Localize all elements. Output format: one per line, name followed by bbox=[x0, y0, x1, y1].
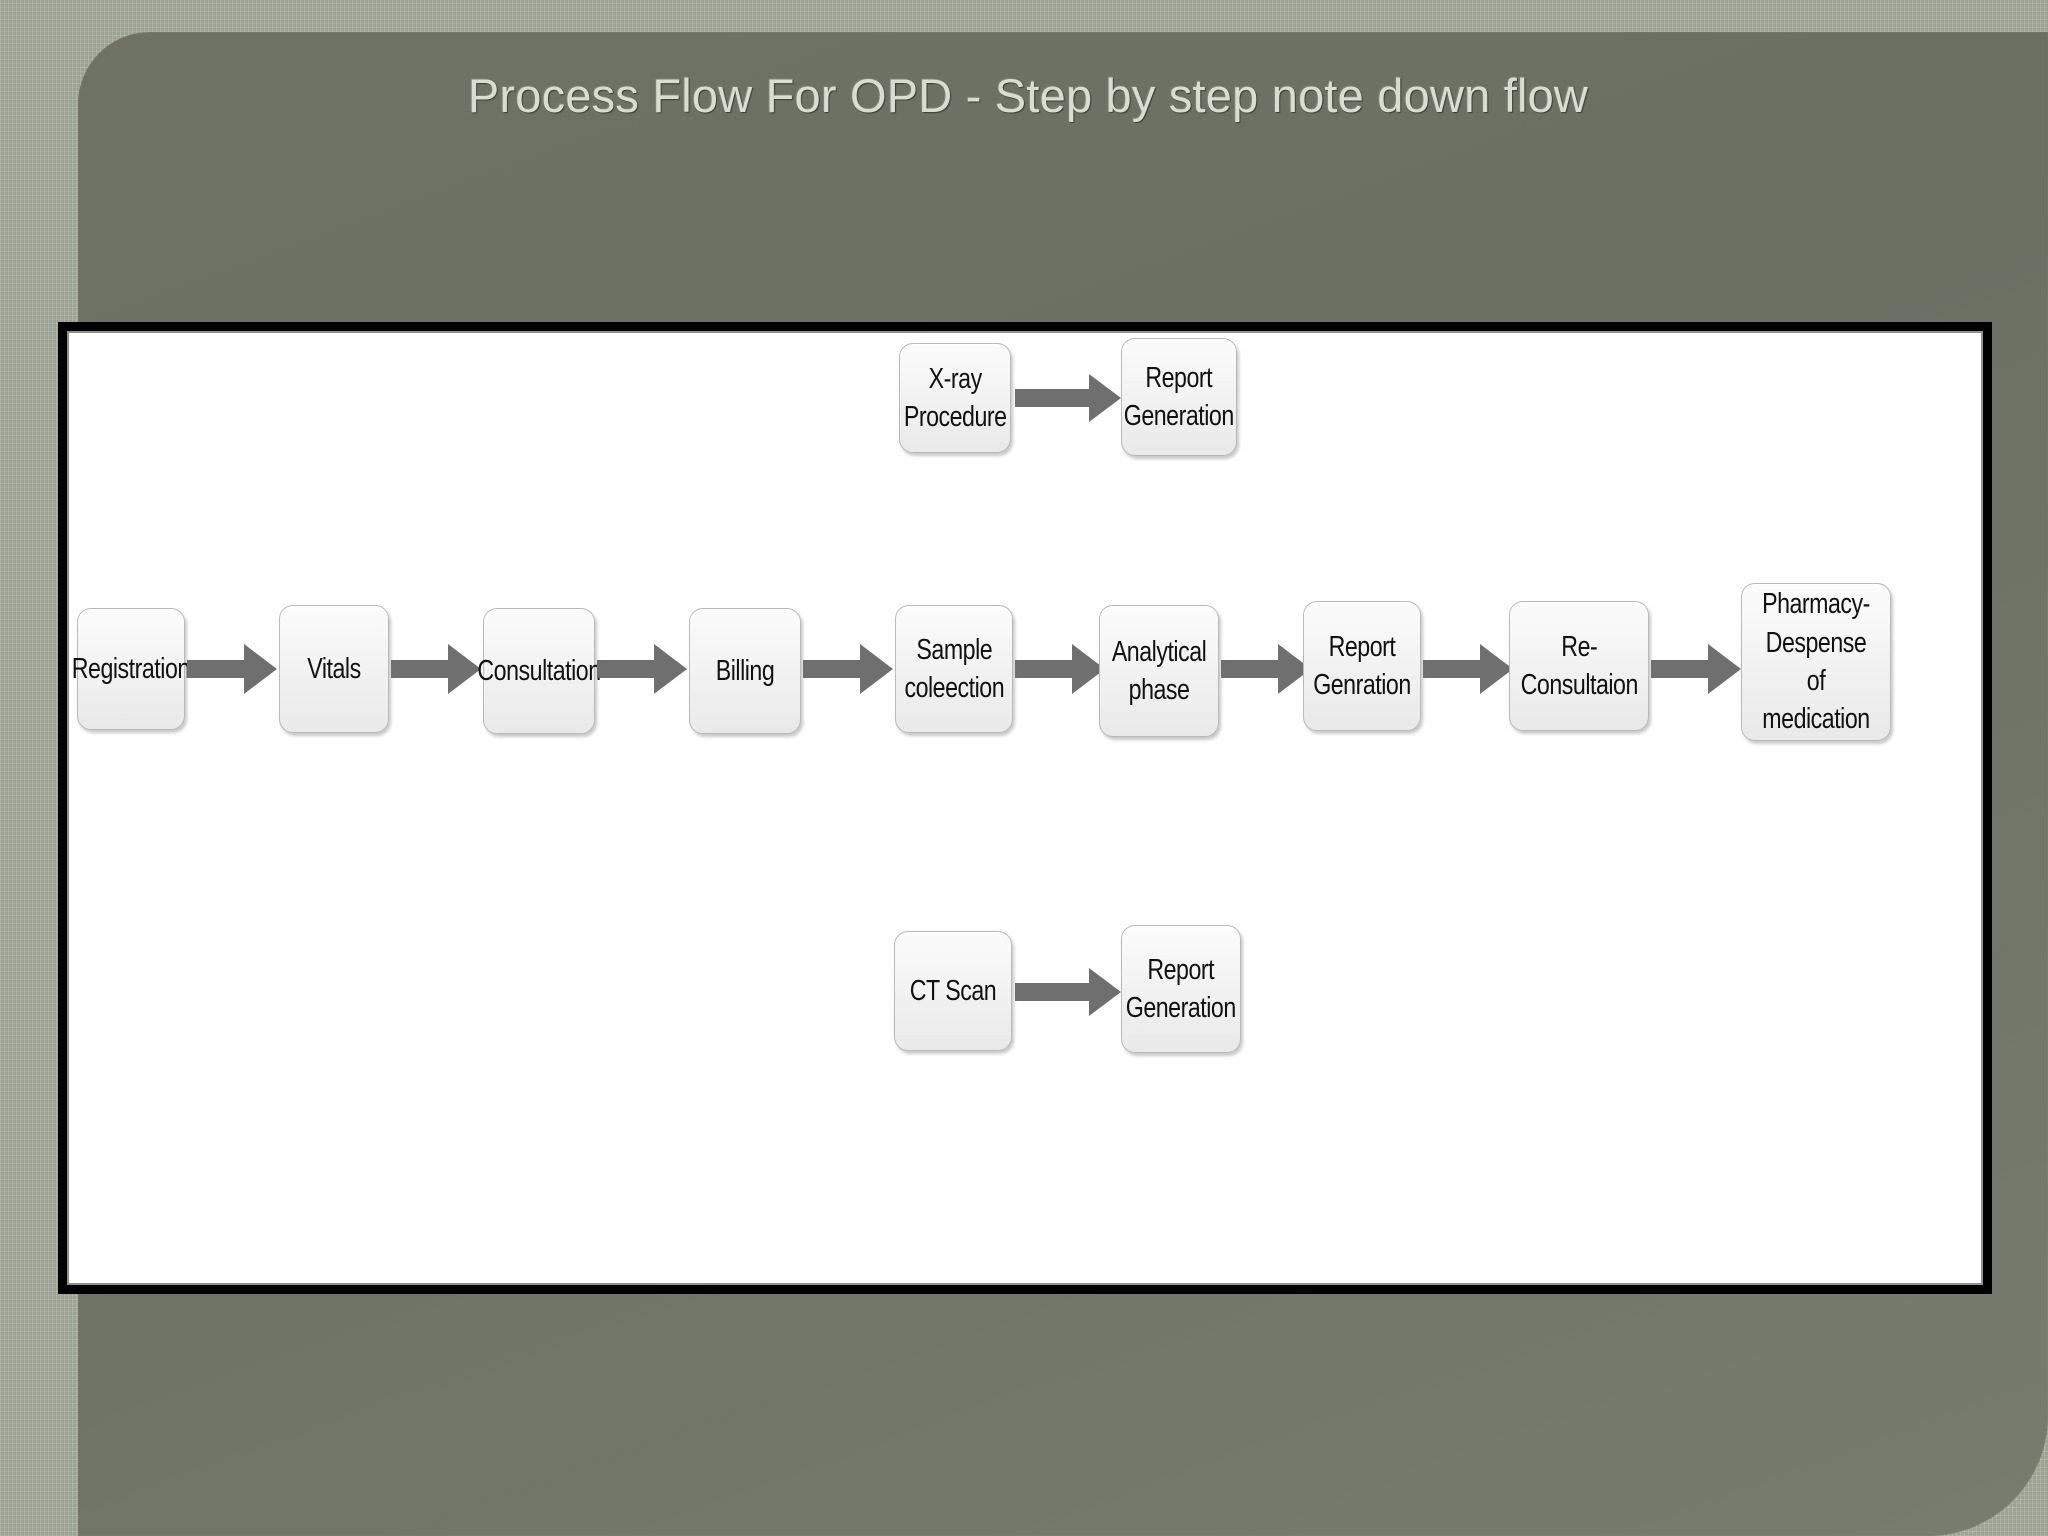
node-label: Vitals bbox=[307, 652, 361, 685]
arrow-shaft bbox=[1221, 660, 1279, 678]
arrow-head bbox=[1708, 644, 1741, 694]
diagram-canvas: X-ray Procedure Report Generation Regist… bbox=[69, 333, 1981, 1283]
node-ct-scan[interactable]: CT Scan bbox=[894, 931, 1012, 1051]
arrow-report-to-reconsultation bbox=[1423, 644, 1513, 694]
arrow-head bbox=[1089, 374, 1121, 422]
arrow-billing-to-sample bbox=[803, 644, 893, 694]
arrow-shaft bbox=[1651, 660, 1709, 678]
arrow-registration-to-vitals bbox=[187, 644, 277, 694]
node-label: Report Generation bbox=[1126, 953, 1236, 1024]
node-label: Re- Consultaion bbox=[1520, 630, 1638, 701]
arrow-head bbox=[1089, 968, 1121, 1016]
arrow-head bbox=[448, 644, 481, 694]
node-label: Report Genration bbox=[1313, 630, 1411, 701]
node-ct-report-generation[interactable]: Report Generation bbox=[1121, 925, 1241, 1053]
node-label: Pharmacy- Despense of medication bbox=[1762, 588, 1870, 736]
node-label: Analytical phase bbox=[1111, 635, 1207, 706]
node-label: Sample coleection bbox=[904, 633, 1004, 704]
arrow-reconsultation-to-pharmacy bbox=[1651, 644, 1741, 694]
arrow-head bbox=[654, 644, 687, 694]
arrow-head bbox=[244, 644, 277, 694]
node-label: X-ray Procedure bbox=[903, 362, 1007, 433]
node-re-consultation[interactable]: Re- Consultaion bbox=[1509, 601, 1649, 731]
node-label: Billing bbox=[715, 654, 775, 687]
node-analytical-phase[interactable]: Analytical phase bbox=[1099, 605, 1219, 737]
arrow-shaft bbox=[1015, 983, 1089, 1001]
arrow-analytical-to-report bbox=[1221, 644, 1311, 694]
diagram-frame: X-ray Procedure Report Generation Regist… bbox=[58, 322, 1992, 1294]
node-xray-report-generation[interactable]: Report Generation bbox=[1121, 338, 1237, 456]
node-report-generation[interactable]: Report Genration bbox=[1303, 601, 1421, 731]
arrow-shaft bbox=[1015, 660, 1073, 678]
node-pharmacy-dispense[interactable]: Pharmacy- Despense of medication bbox=[1741, 583, 1891, 741]
node-vitals[interactable]: Vitals bbox=[279, 605, 389, 733]
node-xray-procedure[interactable]: X-ray Procedure bbox=[899, 343, 1011, 453]
arrow-shaft bbox=[391, 660, 449, 678]
arrow-shaft bbox=[803, 660, 861, 678]
node-registration[interactable]: Registration bbox=[72, 608, 191, 730]
arrow-xray-to-report bbox=[1015, 373, 1121, 423]
node-label: Report Generation bbox=[1124, 361, 1234, 432]
node-sample-collection[interactable]: Sample coleection bbox=[895, 605, 1013, 733]
arrow-vitals-to-consultation bbox=[391, 644, 481, 694]
arrow-consultation-to-billing bbox=[597, 644, 687, 694]
arrow-shaft bbox=[597, 660, 655, 678]
arrow-ct-to-report bbox=[1015, 967, 1121, 1017]
arrow-head bbox=[860, 644, 893, 694]
arrow-shaft bbox=[1423, 660, 1481, 678]
node-label: Consultation bbox=[477, 654, 601, 687]
page-title: Process Flow For OPD - Step by step note… bbox=[467, 69, 1589, 122]
node-billing[interactable]: Billing bbox=[689, 608, 801, 734]
arrow-sample-to-analytical bbox=[1015, 644, 1105, 694]
node-consultation[interactable]: Consultation bbox=[477, 608, 601, 734]
arrow-head bbox=[1480, 644, 1513, 694]
arrow-shaft bbox=[187, 660, 245, 678]
node-label: CT Scan bbox=[909, 974, 997, 1007]
node-label: Registration bbox=[71, 652, 191, 685]
arrow-shaft bbox=[1015, 389, 1089, 407]
